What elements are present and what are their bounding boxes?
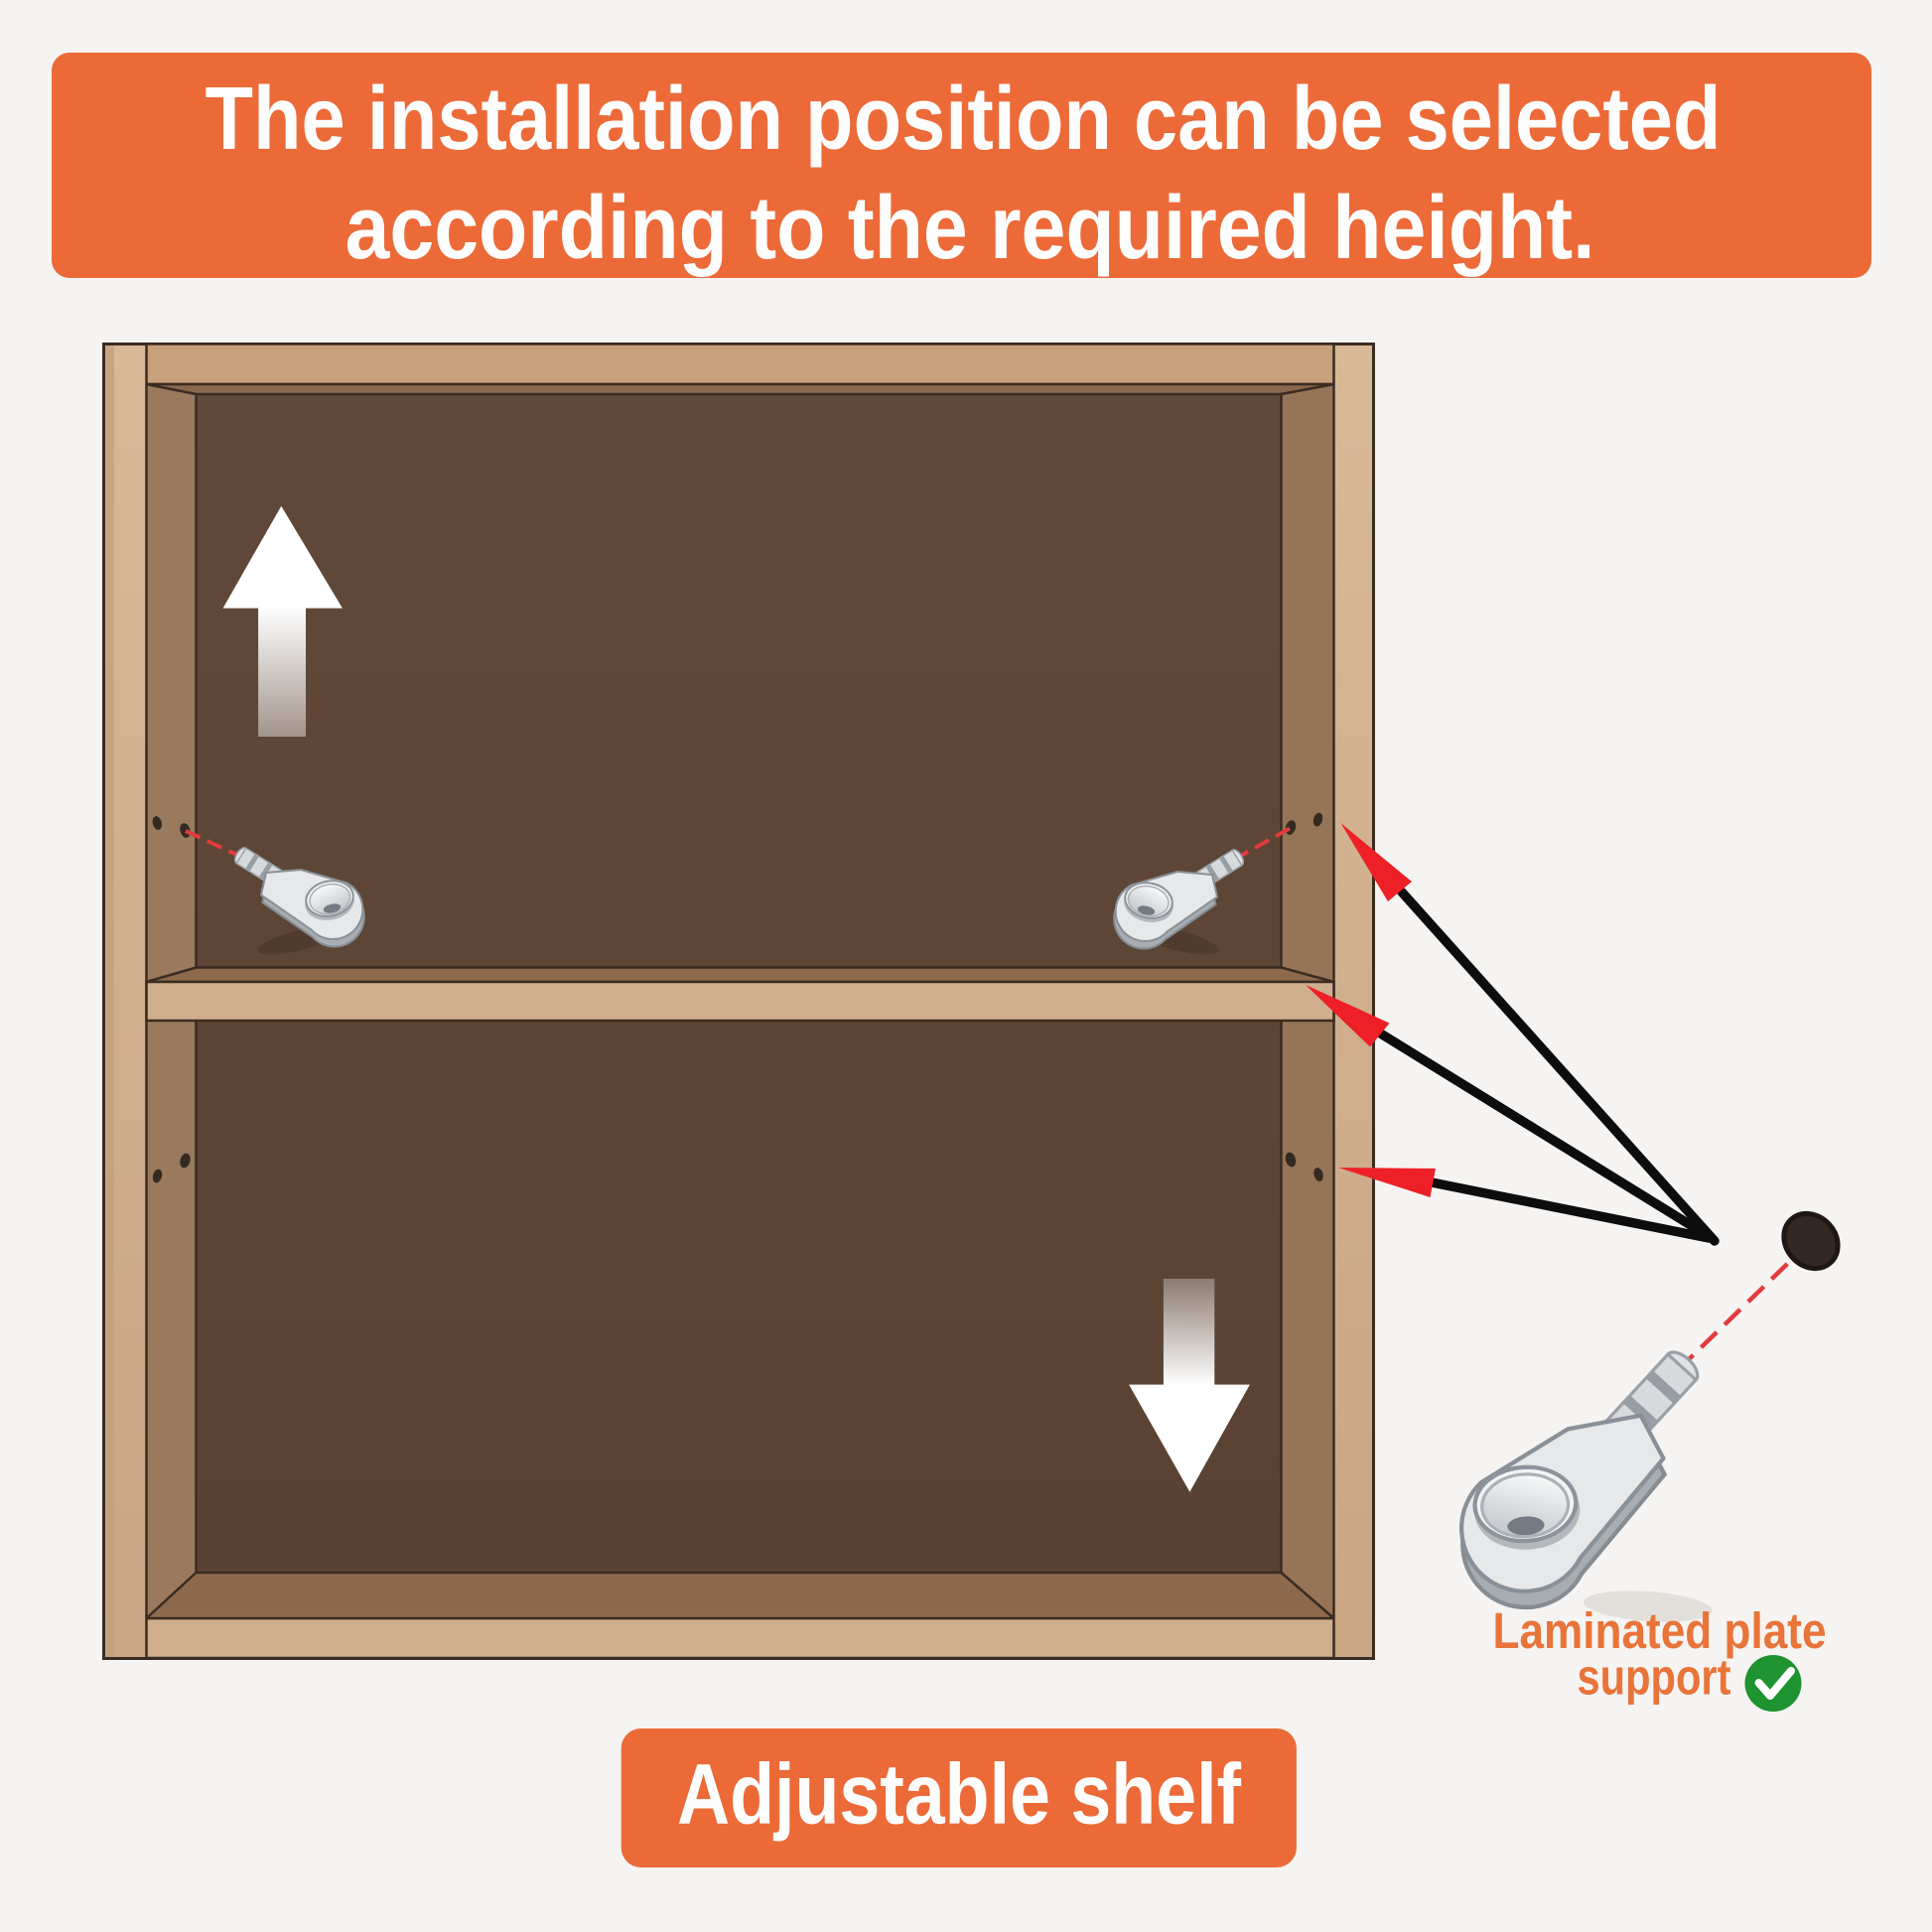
svg-text:support: support bbox=[1578, 1649, 1731, 1706]
svg-text:Adjustable shelf: Adjustable shelf bbox=[677, 1747, 1241, 1843]
svg-text:according to the required heig: according to the required height. bbox=[345, 179, 1595, 278]
svg-text:Laminated plate: Laminated plate bbox=[1493, 1602, 1827, 1659]
svg-text:The installation position can: The installation position can be selecte… bbox=[206, 69, 1722, 169]
